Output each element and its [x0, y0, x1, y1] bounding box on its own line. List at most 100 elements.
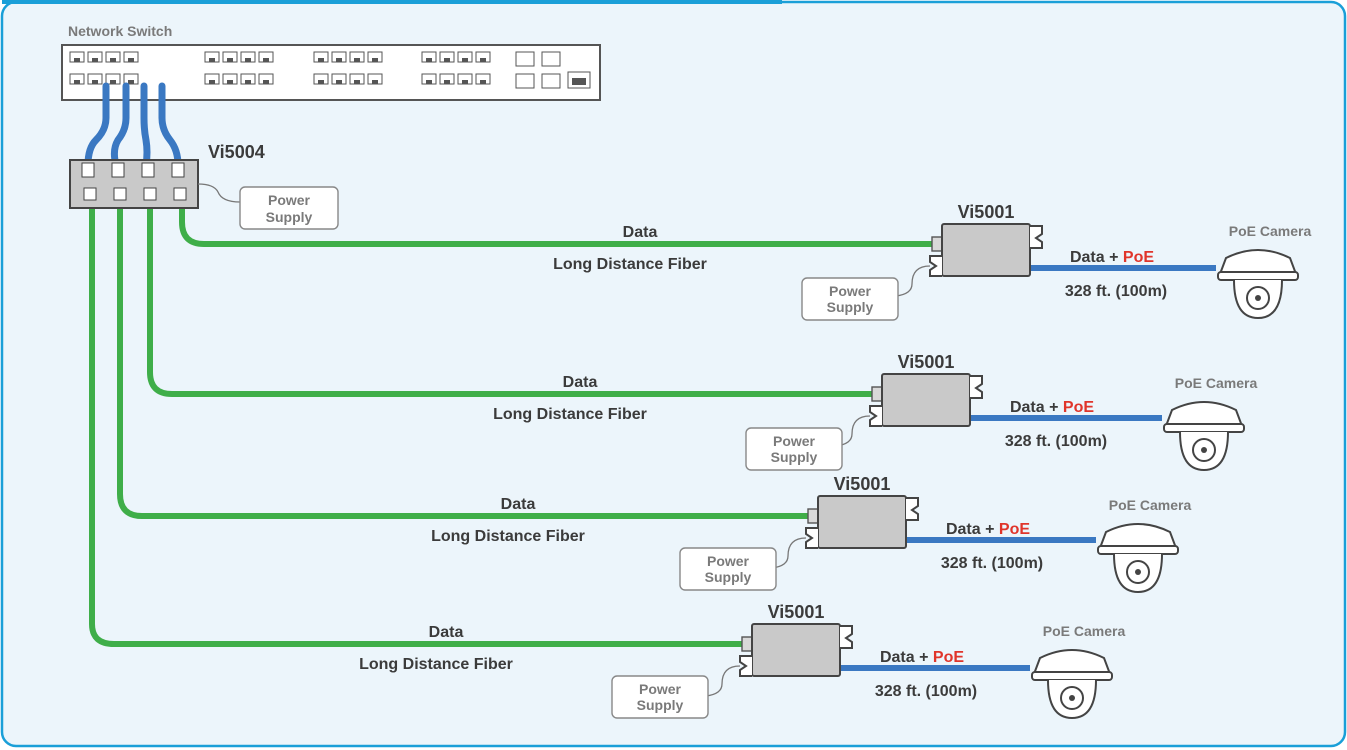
network-switch: Network Switch [61, 23, 601, 101]
switch-port [123, 51, 139, 63]
fiber-label-data: Data [429, 624, 464, 641]
power-label-2: Supply [637, 697, 684, 713]
switch-port [313, 73, 329, 85]
switch-to-hub-cables [84, 82, 182, 169]
distance-label: 328 ft. (100m) [941, 555, 1043, 572]
power-wire [895, 265, 931, 297]
switch-port [222, 73, 238, 85]
power-label-2: Supply [827, 299, 874, 315]
distance-label: 328 ft. (100m) [875, 683, 977, 700]
fiber-label-long-distance: Long Distance Fiber [553, 256, 707, 273]
switch-port [222, 51, 238, 63]
poe-label: Data + PoE [1010, 399, 1094, 416]
hub-power-supply [239, 186, 339, 230]
power-label-1: Power [773, 433, 816, 449]
unit-label: Vi5001 [834, 474, 891, 494]
unit-label: Vi5001 [898, 352, 955, 372]
power-supply-box [679, 547, 777, 591]
switch-port [258, 73, 274, 85]
fiber-label-data: Data [501, 496, 536, 513]
switch-port [105, 51, 121, 63]
switch-port [69, 73, 85, 85]
hub-power-label-1: Power [268, 192, 311, 208]
switch-port [204, 51, 220, 63]
switch-port [87, 51, 103, 63]
vi5001-unit [739, 623, 853, 677]
switch-port [331, 73, 347, 85]
fiber-cables [89, 200, 932, 647]
switch-port [457, 51, 473, 63]
vi5001-unit [929, 223, 1043, 277]
hub-power-label-2: Supply [266, 209, 313, 225]
fiber-label-long-distance: Long Distance Fiber [493, 406, 647, 423]
switch-port [69, 51, 85, 63]
switch-label: Network Switch [68, 23, 172, 39]
switch-port [123, 73, 139, 85]
power-wire [835, 415, 871, 447]
fiber-cable-4 [89, 200, 742, 647]
fiber-label-long-distance: Long Distance Fiber [359, 656, 513, 673]
switch-port [475, 73, 491, 85]
poe-word: PoE [1123, 249, 1154, 266]
switch-port [475, 51, 491, 63]
switch-port [367, 73, 383, 85]
camera-label: PoE Camera [1043, 623, 1126, 639]
switch-port [349, 73, 365, 85]
vi5001-unit [869, 373, 983, 427]
fiber-cable-1 [179, 200, 932, 247]
power-supply-box [611, 675, 709, 719]
unit-label: Vi5001 [768, 602, 825, 622]
switch-port [240, 73, 256, 85]
switch-port [258, 51, 274, 63]
power-wire [705, 665, 741, 697]
power-label-1: Power [829, 283, 872, 299]
camera-label: PoE Camera [1175, 375, 1258, 391]
camera-label: PoE Camera [1229, 223, 1312, 239]
switch-port [204, 73, 220, 85]
distance-label: 328 ft. (100m) [1005, 433, 1107, 450]
poe-label: Data + PoE [946, 521, 1030, 538]
poe-label: Data + PoE [1070, 249, 1154, 266]
switch-port [105, 73, 121, 85]
switch-port [439, 51, 455, 63]
power-wire [771, 537, 807, 569]
power-supply-box [801, 277, 899, 321]
power-label-1: Power [707, 553, 750, 569]
frame-top-accent [2, 0, 782, 4]
power-supply-box [745, 427, 843, 471]
switch-port [349, 51, 365, 63]
poe-word: PoE [933, 649, 964, 666]
switch-port [367, 51, 383, 63]
fiber-cable-3 [117, 200, 808, 519]
switch-port [240, 51, 256, 63]
fiber-label-data: Data [623, 224, 658, 241]
poe-data-text: Data + [880, 649, 933, 666]
switch-port [421, 73, 437, 85]
power-label-1: Power [639, 681, 682, 697]
poe-label: Data + PoE [880, 649, 964, 666]
distance-label: 328 ft. (100m) [1065, 283, 1167, 300]
vi5004-hub: Vi5004 Power Supply [69, 142, 339, 230]
fiber-label-long-distance: Long Distance Fiber [431, 528, 585, 545]
hub-label: Vi5004 [208, 142, 265, 162]
vi5001-unit [805, 495, 919, 549]
camera-label: PoE Camera [1109, 497, 1192, 513]
switch-port [421, 51, 437, 63]
poe-data-text: Data + [1010, 399, 1063, 416]
poe-data-text: Data + [946, 521, 999, 538]
poe-word: PoE [1063, 399, 1094, 416]
fiber-cable-2 [147, 200, 872, 397]
switch-port [313, 51, 329, 63]
switch-port [457, 73, 473, 85]
power-label-2: Supply [771, 449, 818, 465]
unit-label: Vi5001 [958, 202, 1015, 222]
switch-port [331, 51, 347, 63]
